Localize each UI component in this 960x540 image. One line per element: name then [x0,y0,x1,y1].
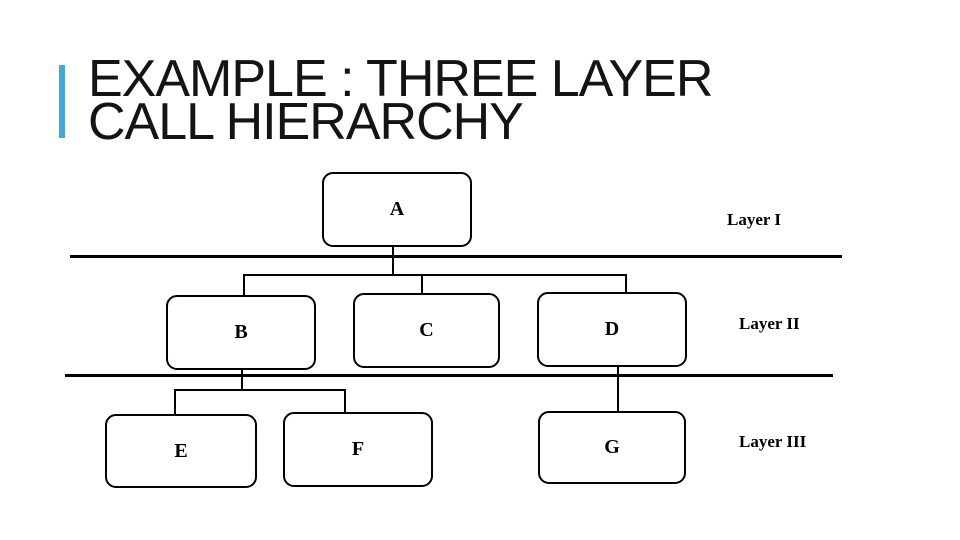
node-c: C [353,293,500,368]
connector-bus-abcd [243,274,627,276]
node-g: G [538,411,686,484]
node-b: B [166,295,316,370]
connector-to-d [625,276,627,292]
connector-to-c [421,276,423,293]
slide-title-line1: EXAMPLE : THREE LAYER [88,50,713,108]
connector-bus-bef [174,389,346,391]
layer-iii-label: Layer III [739,432,807,451]
node-d: D [537,292,687,367]
slide-title: EXAMPLE : THREE LAYER CALL HIERARCHY [88,50,713,151]
node-e: E [105,414,257,488]
layer-divider-2 [65,374,833,377]
layer-ii-label: Layer II [739,314,800,333]
connector-to-f [344,391,346,412]
connector-d-to-g [617,363,619,411]
connector-to-b [243,276,245,295]
connector-a-down [392,243,394,276]
slide-title-line2: CALL HIERARCHY [88,92,524,151]
title-accent-bar [59,65,65,138]
connector-b-down [241,366,243,391]
node-f: F [283,412,433,487]
layer-divider-1 [70,255,842,258]
layer-i-label: Layer I [727,210,781,229]
connector-to-e [174,391,176,414]
node-a: A [322,172,472,247]
